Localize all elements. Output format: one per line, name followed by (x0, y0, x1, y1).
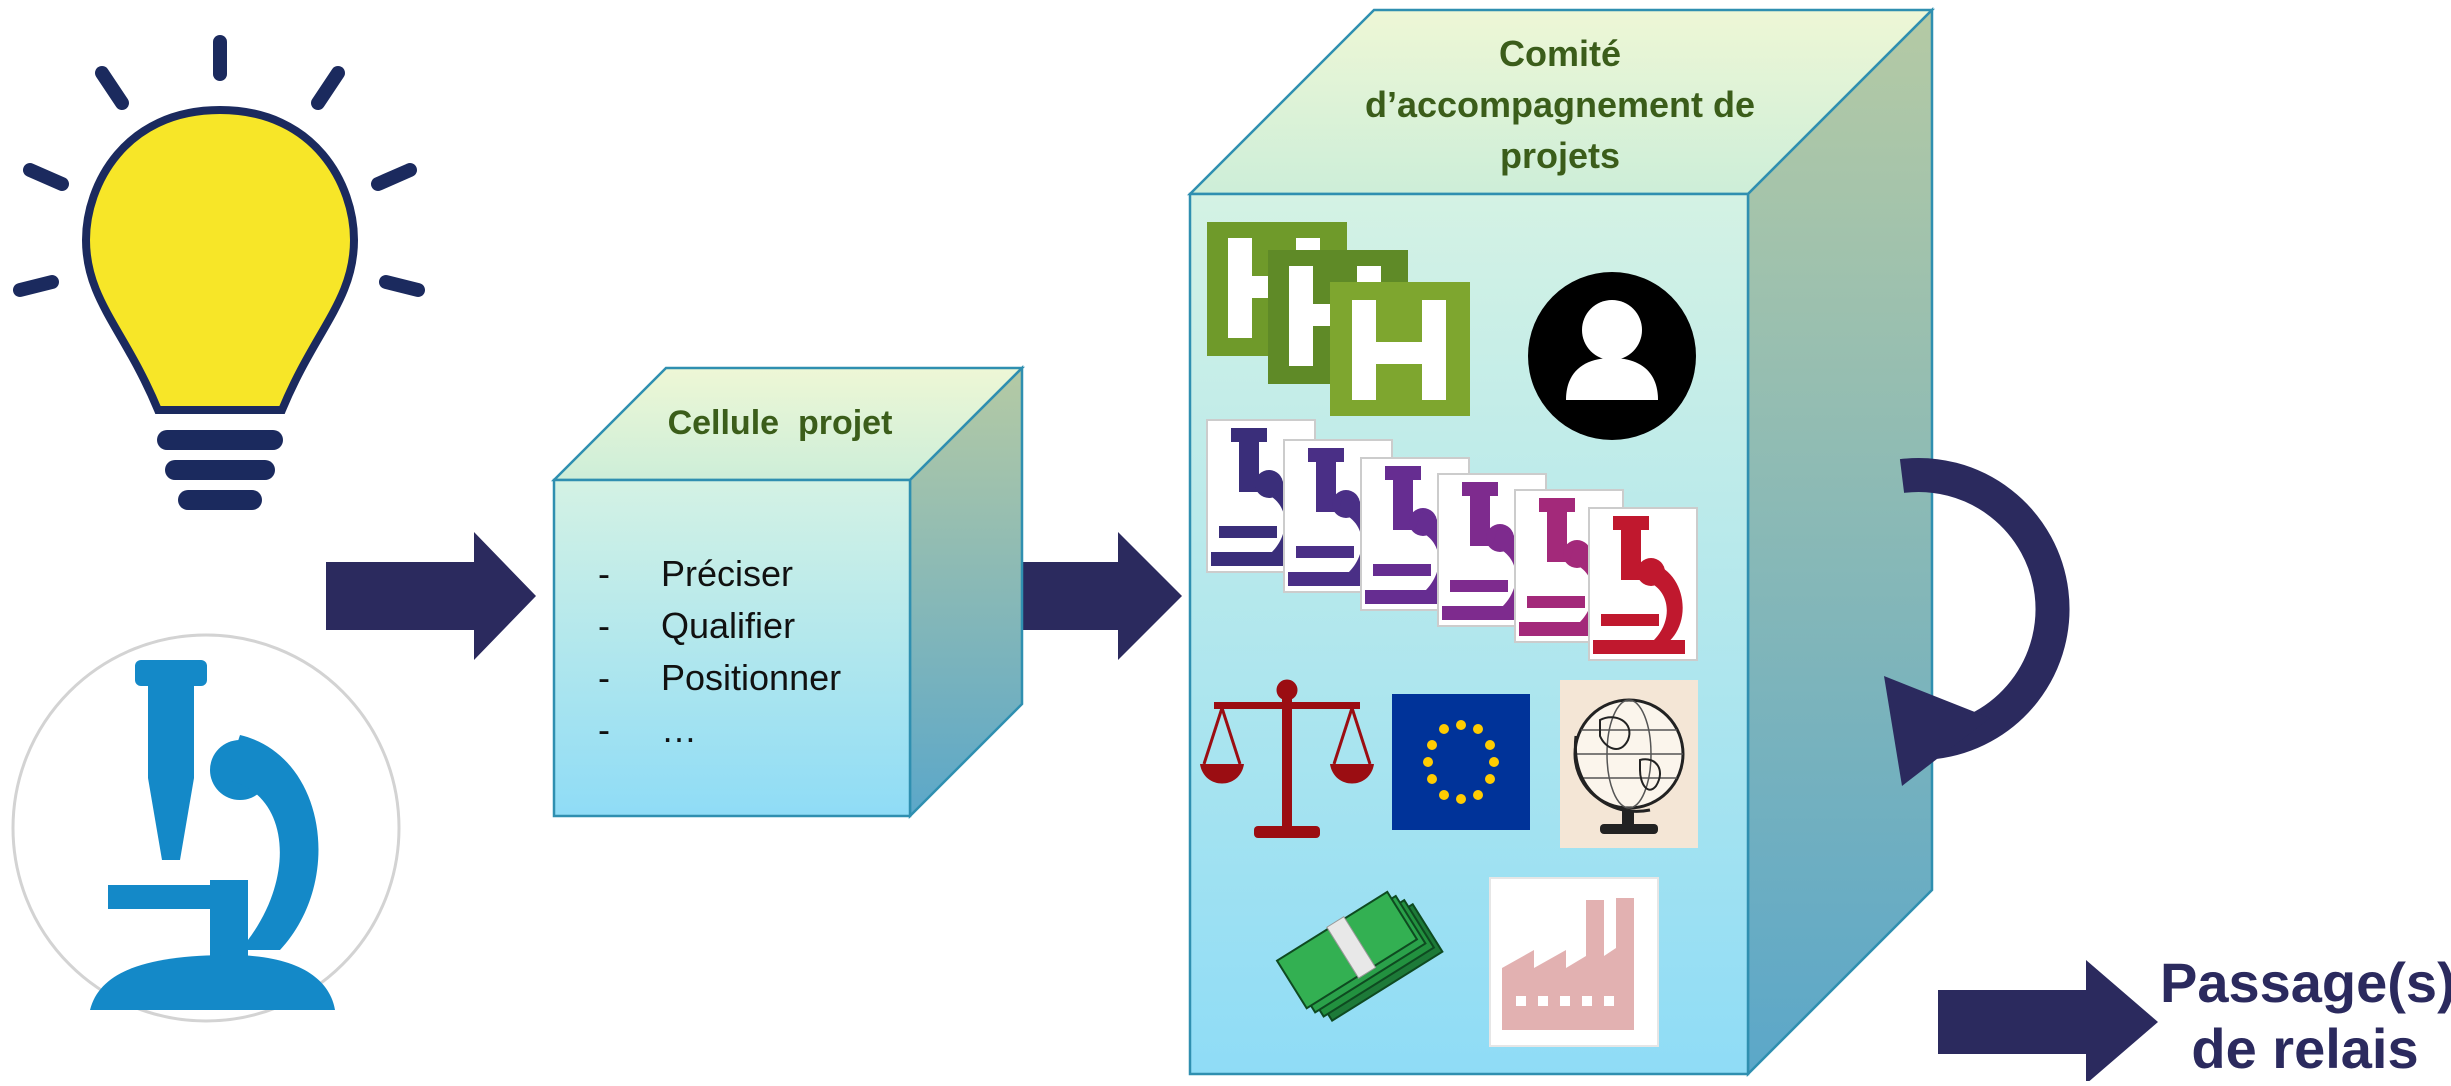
microscope-icon (11, 633, 401, 1023)
cycle-arrow-icon (1884, 458, 2070, 786)
cell-cube-title: Cellule projet (667, 404, 893, 442)
relay-line: Passage(s) (2160, 951, 2451, 1014)
list-item-label: Qualifier (661, 605, 796, 646)
eu-flag-icon (1392, 694, 1530, 830)
list-item-label: Positionner (661, 657, 842, 698)
cell-cube (550, 364, 1026, 820)
relay-line: de relais (2191, 1017, 2419, 1080)
arrow-to-committee (972, 532, 1182, 660)
microscope-tile-icon (1206, 419, 1316, 573)
globe-icon (1560, 680, 1698, 848)
microscope-tiles (1206, 419, 1698, 661)
list-item-label: Préciser (661, 553, 794, 594)
arrow-relay (1938, 960, 2158, 1084)
money-icon (1275, 890, 1444, 1023)
h-logo-group (1207, 222, 1470, 416)
list-bullet: - (598, 657, 610, 698)
committee-title-line: projets (1499, 135, 1621, 176)
factory-icon (1489, 877, 1659, 1047)
person-icon (1528, 272, 1696, 440)
committee-title-line: d’accompagnement de (1364, 84, 1756, 125)
list-bullet: - (598, 709, 610, 750)
relay-label: Passage(s) de relais (2160, 950, 2451, 1082)
lightbulb-icon (13, 35, 425, 510)
list-bullet: - (598, 605, 610, 646)
arrow-to-cell (326, 532, 536, 660)
list-item-label: … (661, 709, 697, 750)
balance-scale-icon (1200, 679, 1374, 838)
list-bullet: - (598, 553, 610, 594)
committee-cube-title: Comité d’accompagnement de projets (1260, 28, 1860, 181)
committee-title-line: Comité (1498, 33, 1621, 74)
microscope-tile-icon (1588, 507, 1698, 661)
